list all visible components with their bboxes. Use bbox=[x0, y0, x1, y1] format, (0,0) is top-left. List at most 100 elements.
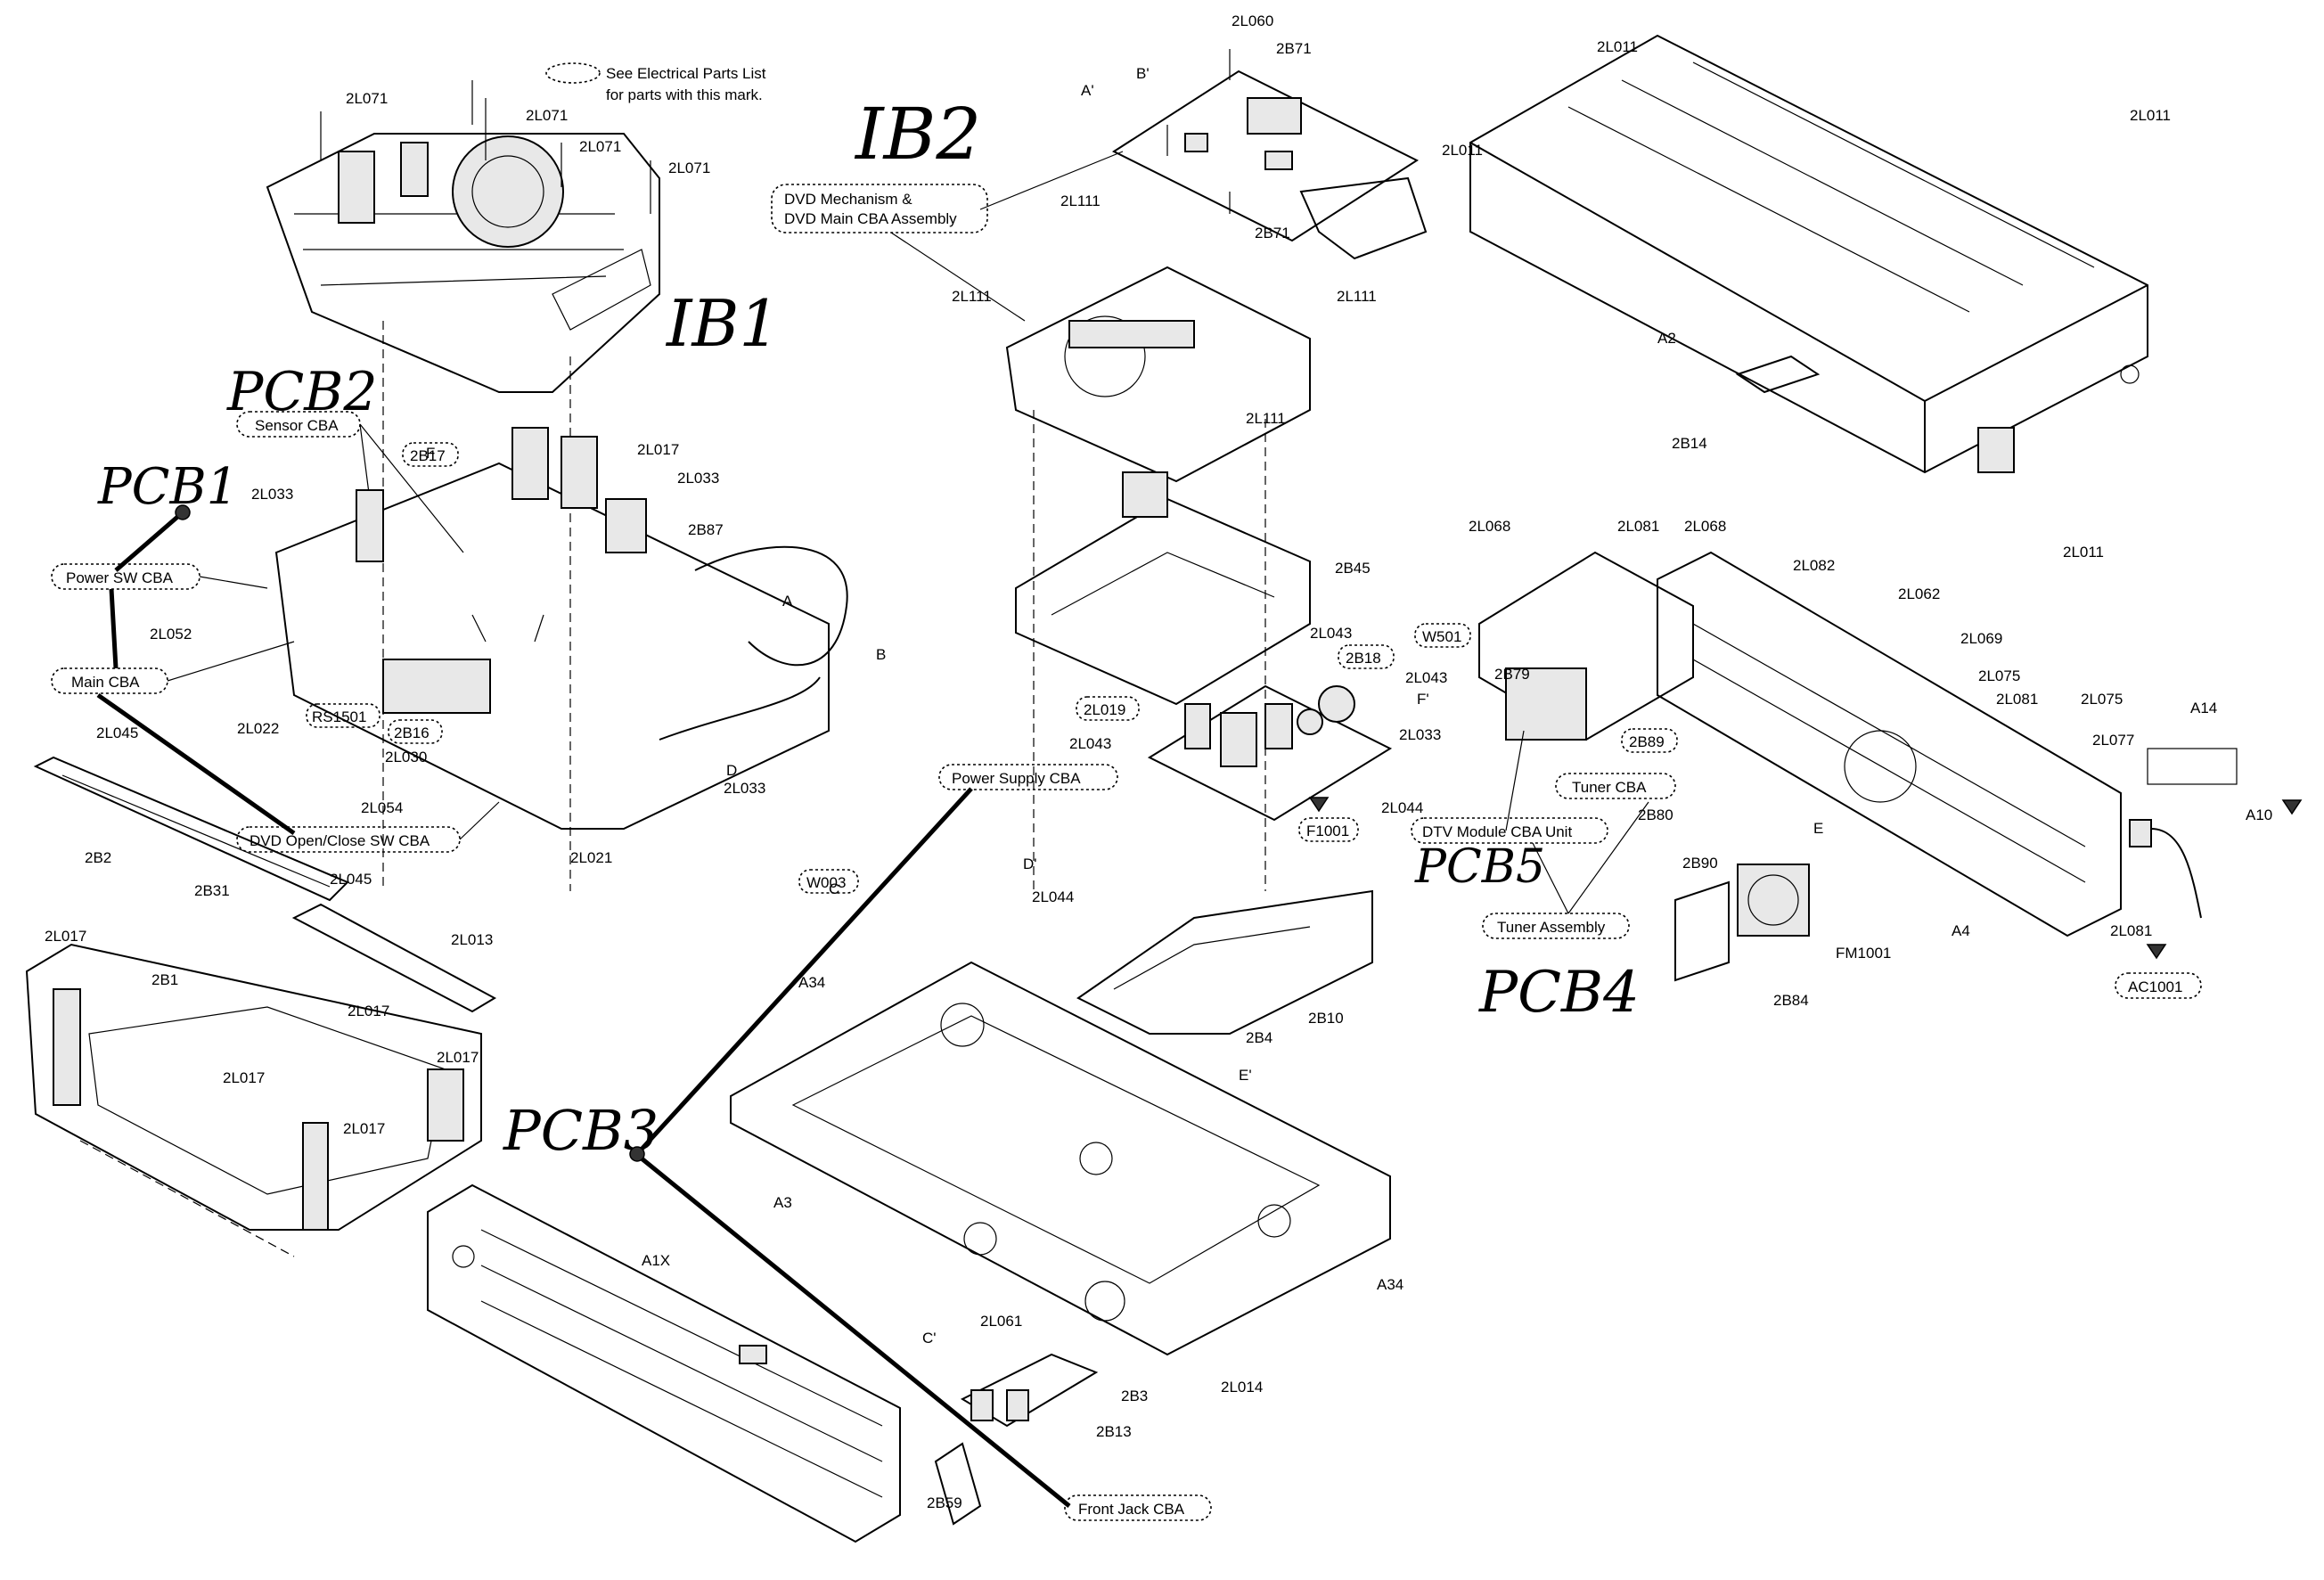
label-2l045-a: 2L045 bbox=[96, 725, 138, 741]
label-rs1501: RS1501 bbox=[312, 708, 366, 725]
legend-note: See Electrical Parts List for parts with… bbox=[545, 62, 766, 103]
label-2l014: 2L014 bbox=[1221, 1379, 1263, 1396]
pcb3-marker-lines bbox=[635, 787, 1071, 1508]
label-2l017-c: 2L017 bbox=[348, 1003, 389, 1019]
handwritten-pcb5: PCB5 bbox=[1414, 840, 1545, 894]
label-a3: A3 bbox=[773, 1194, 792, 1211]
bracket-2b10 bbox=[1076, 889, 1373, 1035]
label-2l075-a: 2L075 bbox=[1978, 667, 2020, 684]
label-2l022: 2L022 bbox=[237, 720, 279, 737]
label-a1x: A1X bbox=[642, 1252, 670, 1269]
label-e: E bbox=[1813, 820, 1823, 837]
label-2b79: 2B79 bbox=[1494, 666, 1530, 683]
label-2b84: 2B84 bbox=[1773, 992, 1809, 1009]
handwritten-pcb2: PCB2 bbox=[226, 361, 378, 423]
label-2b87: 2B87 bbox=[688, 521, 724, 538]
label-2l069: 2L069 bbox=[1960, 630, 2002, 647]
label-2l043-c: 2L043 bbox=[1069, 735, 1111, 752]
label-2l017-e: 2L017 bbox=[223, 1069, 265, 1086]
flex-cable-a bbox=[694, 545, 848, 667]
label-f1001: F1001 bbox=[1306, 823, 1349, 839]
label-2l017-a: 2L017 bbox=[637, 441, 679, 458]
label-d-prime: D' bbox=[1023, 855, 1037, 872]
label-2b14: 2B14 bbox=[1672, 435, 1707, 452]
label-tuner-cba: Tuner CBA bbox=[1572, 779, 1647, 796]
label-2l068-a: 2L068 bbox=[1469, 518, 1510, 535]
label-2l082: 2L082 bbox=[1793, 557, 1835, 574]
label-2b71-a: 2B71 bbox=[1276, 40, 1312, 57]
label-tuner-assembly: Tuner Assembly bbox=[1497, 919, 1606, 936]
label-2l011-c: 2L011 bbox=[1442, 142, 1483, 159]
label-2l030: 2L030 bbox=[385, 749, 427, 765]
label-2l071-c: 2L071 bbox=[579, 138, 621, 155]
main-cba-board bbox=[274, 427, 848, 830]
label-front-jack-cba: Front Jack CBA bbox=[1078, 1501, 1185, 1518]
label-w501: W501 bbox=[1422, 628, 1461, 645]
label-2l045-b: 2L045 bbox=[330, 871, 372, 888]
label-2l017-d: 2L017 bbox=[437, 1049, 479, 1066]
label-b: B bbox=[876, 646, 886, 663]
label-2b31: 2B31 bbox=[194, 882, 230, 899]
label-2l075-b: 2L075 bbox=[2081, 691, 2123, 708]
label-2l071-a: 2L071 bbox=[346, 90, 388, 107]
label-2l033-a: 2L033 bbox=[677, 470, 719, 487]
label-power-sw-cba: Power SW CBA bbox=[66, 569, 174, 586]
power-supply-cba bbox=[1147, 684, 1393, 822]
label-2l043-b: 2L043 bbox=[1405, 669, 1447, 686]
label-2l013: 2L013 bbox=[451, 931, 493, 948]
label-2l017-f: 2L017 bbox=[343, 1120, 385, 1137]
vcr-mechanism bbox=[266, 133, 660, 393]
label-ac1001: AC1001 bbox=[2128, 978, 2182, 995]
label-2b90: 2B90 bbox=[1682, 855, 1718, 872]
label-sensor-cba: Sensor CBA bbox=[255, 417, 339, 434]
label-2l011-a: 2L011 bbox=[1597, 38, 1638, 55]
label-2l043-a: 2L043 bbox=[1310, 625, 1352, 642]
label-2l011-b: 2L011 bbox=[2130, 107, 2171, 124]
label-dvd-mechanism-line-2: DVD Main CBA Assembly bbox=[784, 210, 957, 227]
label-a2: A2 bbox=[1657, 330, 1676, 347]
label-a34-b: A34 bbox=[1377, 1276, 1403, 1293]
rear-panel-a4 bbox=[1478, 551, 2122, 937]
label-dvd-mechanism-line-1: DVD Mechanism & bbox=[784, 191, 912, 208]
label-a10: A10 bbox=[2246, 806, 2272, 823]
label-2b18: 2B18 bbox=[1346, 650, 1381, 667]
fan-fm1001 bbox=[1674, 864, 1810, 982]
handwritten-pcb1: PCB1 bbox=[97, 458, 238, 516]
label-2l044-a: 2L044 bbox=[1381, 799, 1423, 816]
label-2l044-b: 2L044 bbox=[1032, 888, 1074, 905]
label-a: A bbox=[782, 593, 793, 610]
front-jack-cba bbox=[934, 1353, 1099, 1526]
handwritten-ib2: IB2 bbox=[854, 93, 981, 176]
label-2l081-b: 2L081 bbox=[1996, 691, 2038, 708]
label-power-supply-cba: Power Supply CBA bbox=[952, 770, 1081, 787]
dvd-loader bbox=[1005, 266, 1311, 891]
label-2b80: 2B80 bbox=[1638, 806, 1673, 823]
label-c-prime: C' bbox=[922, 1330, 937, 1347]
label-2l017-b: 2L017 bbox=[45, 928, 86, 945]
label-2l077: 2L077 bbox=[2092, 732, 2134, 749]
chassis-a3 bbox=[730, 961, 1391, 1356]
dvd-main-cba bbox=[1111, 49, 1428, 260]
label-2b59: 2B59 bbox=[927, 1494, 962, 1511]
front-panel-a1x bbox=[427, 1183, 901, 1543]
label-2b13: 2B13 bbox=[1096, 1423, 1132, 1440]
label-2l060: 2L060 bbox=[1232, 12, 1273, 29]
label-2b17: 2B17 bbox=[410, 447, 446, 464]
handwritten-pcb4: PCB4 bbox=[1478, 960, 1640, 1026]
label-2l081-a: 2L081 bbox=[1617, 518, 1659, 535]
label-c: C bbox=[829, 880, 839, 897]
label-a4: A4 bbox=[1952, 922, 1970, 939]
label-f-prime: F' bbox=[1417, 691, 1429, 708]
label-2l111-b: 2L111 bbox=[952, 288, 992, 305]
label-dvd-open-close-sw-cba: DVD Open/Close SW CBA bbox=[250, 832, 430, 849]
top-cover-a2 bbox=[1469, 34, 2148, 474]
label-2b71-b: 2B71 bbox=[1255, 225, 1290, 242]
label-2l052: 2L052 bbox=[150, 626, 192, 643]
label-2l071-d: 2L071 bbox=[668, 160, 710, 176]
label-2b16: 2B16 bbox=[394, 725, 430, 741]
left-cba-labels: Sensor CBA Power SW CBA Main CBA DVD Ope… bbox=[51, 411, 500, 853]
warning-icon bbox=[1308, 797, 1330, 813]
handwritten-ib1: IB1 bbox=[665, 286, 780, 361]
bracket-2b2 bbox=[33, 756, 349, 902]
